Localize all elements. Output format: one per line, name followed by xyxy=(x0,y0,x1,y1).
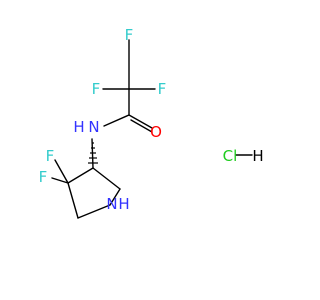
atom-o: O xyxy=(150,123,162,141)
atom-n-ring: N xyxy=(106,195,117,213)
bond-ring-c2-c3 xyxy=(67,167,94,184)
bond-c2-f1 xyxy=(54,159,69,184)
atom-h-amide: H xyxy=(73,118,84,136)
bond-ring-c5-c2 xyxy=(67,182,79,219)
bond-carbonyl-o-1 xyxy=(128,114,153,129)
atom-f-ring1: F xyxy=(46,147,55,165)
bond-ring-c3-c4 xyxy=(92,167,121,190)
atom-n-amide: N xyxy=(88,118,99,136)
bond-carbonyl-n xyxy=(103,114,130,127)
atom-h-ring: H xyxy=(118,195,129,213)
salt-cl: Cl xyxy=(223,147,238,165)
bond-c2-f2 xyxy=(51,177,69,184)
bond-ring-n-c5 xyxy=(77,204,111,219)
bonds xyxy=(51,39,253,219)
atom-f-right: F xyxy=(158,80,167,98)
bond-ring-c4-n xyxy=(109,188,121,206)
salt-h: H xyxy=(252,147,263,165)
molecule-drawing: F F F H N O F F N H Cl H xyxy=(39,26,264,219)
atom-f-top: F xyxy=(125,26,134,44)
structure-canvas: F F F H N O F F N H Cl H xyxy=(39,26,264,219)
bond-carbonyl-o-2 xyxy=(130,119,153,133)
atom-f-left: F xyxy=(92,80,101,98)
hash-wedge xyxy=(88,142,98,164)
atom-f-ring2: F xyxy=(39,168,48,186)
